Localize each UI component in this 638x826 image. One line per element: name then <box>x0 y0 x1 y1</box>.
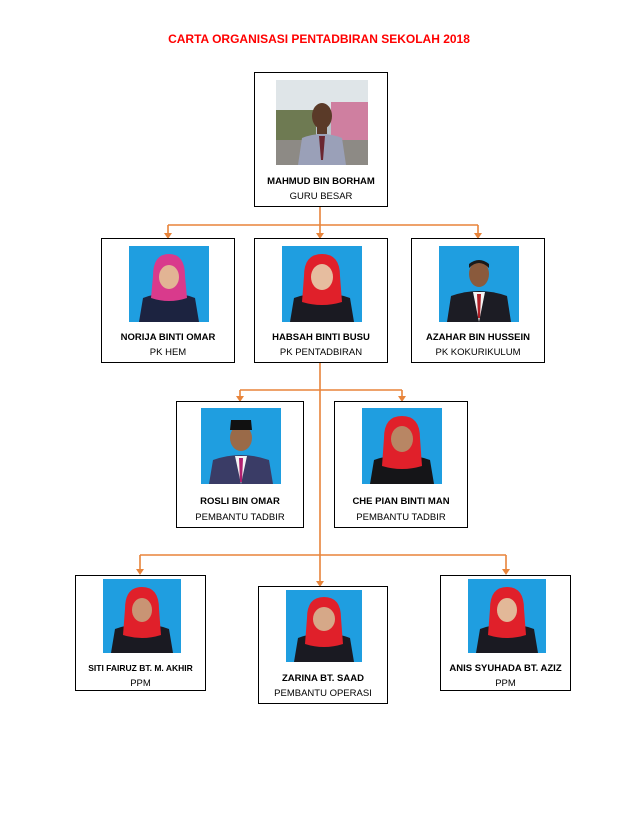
person-card: ZARINA BT. SAAD PEMBANTU OPERASI <box>258 586 388 704</box>
person-photo <box>439 246 519 322</box>
person-photo <box>276 80 368 165</box>
person-card: MAHMUD BIN BORHAM GURU BESAR <box>254 72 388 207</box>
person-photo <box>286 590 362 662</box>
person-card: SITI FAIRUZ BT. M. AKHIR PPM <box>75 575 206 691</box>
person-role: PPM <box>495 678 516 689</box>
person-name: HABSAH BINTI BUSU <box>272 332 370 343</box>
person-name: CHE PIAN BINTI MAN <box>352 496 450 507</box>
person-name: SITI FAIRUZ BT. M. AKHIR <box>88 663 193 673</box>
person-card: NORIJA BINTI OMAR PK HEM <box>101 238 235 363</box>
person-role: PEMBANTU TADBIR <box>356 512 446 523</box>
person-card: ROSLI BIN OMAR PEMBANTU TADBIR <box>176 401 304 528</box>
person-photo <box>362 408 442 484</box>
person-photo <box>103 579 181 653</box>
person-name: ANIS SYUHADA BT. AZIZ <box>449 663 562 674</box>
person-role: GURU BESAR <box>289 191 353 202</box>
person-photo <box>201 408 281 484</box>
person-photo <box>282 246 362 322</box>
person-photo <box>129 246 209 322</box>
chart-title: CARTA ORGANISASI PENTADBIRAN SEKOLAH 201… <box>168 32 470 46</box>
person-role: PK PENTADBIRAN <box>279 347 363 358</box>
person-role: PK KOKURIKULUM <box>435 347 521 358</box>
person-card: ANIS SYUHADA BT. AZIZ PPM <box>440 575 571 691</box>
person-role: PEMBANTU OPERASI <box>274 688 372 699</box>
person-name: AZAHAR BIN HUSSEIN <box>426 332 530 343</box>
person-role: PPM <box>130 678 151 689</box>
person-name: ZARINA BT. SAAD <box>282 673 364 684</box>
person-name: MAHMUD BIN BORHAM <box>267 176 375 187</box>
person-name: ROSLI BIN OMAR <box>200 496 280 507</box>
person-card: CHE PIAN BINTI MAN PEMBANTU TADBIR <box>334 401 468 528</box>
person-role: PK HEM <box>149 347 187 358</box>
person-card: AZAHAR BIN HUSSEIN PK KOKURIKULUM <box>411 238 545 363</box>
person-name: NORIJA BINTI OMAR <box>120 332 216 343</box>
person-role: PEMBANTU TADBIR <box>195 512 285 523</box>
person-photo <box>468 579 546 653</box>
person-card: HABSAH BINTI BUSU PK PENTADBIRAN <box>254 238 388 363</box>
